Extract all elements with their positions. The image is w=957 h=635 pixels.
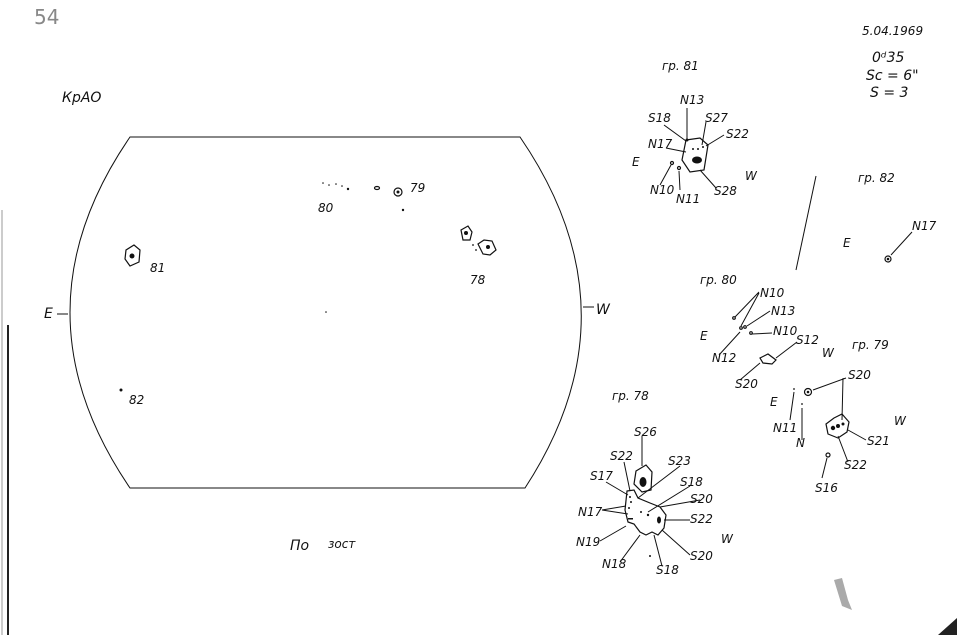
spot-label: N13: [771, 304, 795, 318]
spot-label: S22: [610, 449, 633, 463]
disk-center-mark: [325, 311, 327, 313]
spot-label: S12: [796, 333, 819, 347]
group-number-78: 78: [470, 273, 486, 287]
spot-label: N19: [576, 535, 600, 549]
sunspot-group-82: [119, 388, 123, 392]
caption-part-1: По: [290, 538, 309, 554]
seeing-sc: Sc = 6": [866, 68, 919, 84]
spot-label: S18: [680, 475, 703, 489]
group-80-detail: гр. 80 N10 N13 N10 E N12 S12 W S20: [700, 273, 835, 391]
group-title: гр. 80: [700, 273, 737, 287]
direction-east: E: [700, 329, 708, 343]
east-label: E: [44, 306, 53, 322]
direction-east: E: [843, 236, 851, 250]
spot-label: S23: [668, 454, 691, 468]
spot-label: N11: [676, 192, 700, 206]
spot-label: N10: [650, 183, 675, 197]
direction-west: W: [822, 346, 835, 360]
spot-label: N17: [648, 137, 673, 151]
spot-label: N11: [773, 421, 797, 435]
spot-label: S22: [844, 458, 867, 472]
spot-label: S16: [815, 481, 838, 495]
spot-label: S21: [867, 434, 890, 448]
seeing-s: S = 3: [870, 85, 908, 101]
west-label: W: [596, 302, 611, 318]
spot-label: S20: [690, 549, 713, 563]
observatory-label: КрАО: [62, 90, 101, 106]
spot-label: N13: [680, 93, 704, 107]
sunspot-group-80: [322, 182, 350, 191]
spot-label: S17: [590, 469, 613, 483]
spot-label: S22: [726, 127, 749, 141]
group-number-80: 80: [318, 201, 334, 215]
solar-disk: E W 81 82 80 79 78: [44, 136, 611, 489]
spot-label: S20: [848, 368, 871, 382]
direction-east: E: [632, 155, 640, 169]
observation-time: 0ᵈ35: [872, 50, 904, 66]
spot-label: S18: [656, 563, 679, 577]
spot-label: S26: [634, 425, 657, 439]
scan-smudge: [834, 578, 852, 610]
spot-label: N12: [712, 351, 736, 365]
group-82-detail: гр. 82 N17 E: [843, 171, 937, 263]
sunspot: [129, 253, 135, 259]
group-78-detail: гр. 78 S26 S22 S23 S17 S18 S20 S22 N17 N…: [576, 389, 734, 577]
observation-date: 5.04.1969: [862, 24, 923, 38]
page-corner: [938, 618, 957, 635]
spot-label: N17: [912, 219, 937, 233]
group-title: гр. 78: [612, 389, 649, 403]
caption-part-2: зост: [328, 537, 356, 551]
direction-west: W: [894, 414, 907, 428]
direction-west: W: [745, 169, 758, 183]
direction-east: E: [770, 395, 778, 409]
spot-label: N17: [578, 505, 603, 519]
disk-outline: [69, 136, 582, 489]
group-number-79: 79: [410, 181, 425, 195]
spot-label: N10: [760, 286, 785, 300]
page-number: 54: [34, 5, 59, 29]
pointer-line: [795, 175, 817, 271]
spot-label: S28: [714, 184, 737, 198]
spot-label: S20: [735, 377, 758, 391]
sunspot-group-79: [373, 185, 405, 212]
group-79-detail: гр. 79 S20 E N11 N W S21 S22 S16: [770, 338, 907, 495]
spot-label: S27: [705, 111, 728, 125]
group-title: гр. 82: [858, 171, 895, 185]
spot-label: N18: [602, 557, 627, 571]
group-81-detail: гр. 81 N13 S18 S27 S22 N17 E N10 N11 S28…: [632, 59, 758, 206]
direction-west: W: [721, 532, 734, 546]
spot-label: S20: [690, 492, 713, 506]
spot-label: N: [796, 436, 805, 450]
group-number-82: 82: [129, 393, 144, 407]
observation-header: 5.04.1969 0ᵈ35 Sc = 6" S = 3: [862, 24, 923, 101]
group-title: гр. 79: [852, 338, 889, 352]
sunspot-group-78: [460, 225, 497, 256]
spot-label: S18: [648, 111, 671, 125]
spot-label: N10: [773, 324, 798, 338]
group-number-81: 81: [150, 261, 165, 275]
spot-label: S22: [690, 512, 713, 526]
group-title: гр. 81: [662, 59, 699, 73]
